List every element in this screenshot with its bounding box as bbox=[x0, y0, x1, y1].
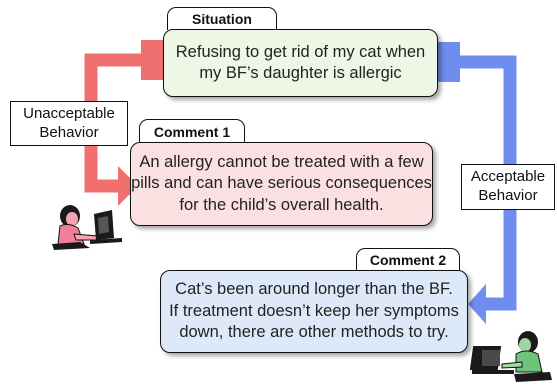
comment-2-line-3: down, there are other methods to try. bbox=[179, 323, 449, 342]
comment-1-line-3: for the child’s overall health. bbox=[179, 195, 384, 214]
situation-tab: Situation bbox=[167, 7, 277, 30]
acceptable-arrow-start bbox=[438, 42, 460, 82]
comment-2-tab: Comment 2 bbox=[356, 248, 460, 271]
person-at-laptop-icon bbox=[470, 331, 552, 382]
situation-box: Refusing to get rid of my cat when my BF… bbox=[163, 29, 438, 97]
unacceptable-arrowhead bbox=[118, 166, 138, 206]
unacceptable-line-2: Behavior bbox=[39, 123, 99, 141]
acceptable-line-1: Acceptable bbox=[470, 168, 546, 186]
comment-1-box: An allergy cannot be treated with a few … bbox=[130, 142, 433, 226]
acceptable-behavior-label: Acceptable Behavior bbox=[461, 164, 555, 210]
acceptable-line-2: Behavior bbox=[478, 187, 538, 204]
comment-1-line-2: pills and can have serious consequences bbox=[131, 174, 432, 193]
comment-2-box: Cat’s been around longer than the BF. If… bbox=[160, 270, 468, 353]
comment-1-line-1: An allergy cannot be treated with a few bbox=[139, 152, 424, 171]
unacceptable-line-1: Unacceptable bbox=[23, 104, 115, 122]
unacceptable-behavior-label: Unacceptable Behavior bbox=[10, 101, 128, 146]
acceptable-arrowhead bbox=[468, 284, 486, 324]
unacceptable-arrow-start bbox=[141, 40, 163, 80]
comment-2-line-1: Cat’s been around longer than the BF. bbox=[175, 280, 453, 299]
comment-1-tab: Comment 1 bbox=[139, 119, 245, 143]
person-at-laptop-icon bbox=[52, 205, 122, 250]
situation-line-2: my BF’s daughter is allergic bbox=[199, 64, 402, 82]
situation-line-1: Refusing to get rid of my cat when bbox=[175, 42, 426, 61]
comment-2-line-2: If treatment doesn’t keep her symptoms bbox=[169, 301, 459, 320]
